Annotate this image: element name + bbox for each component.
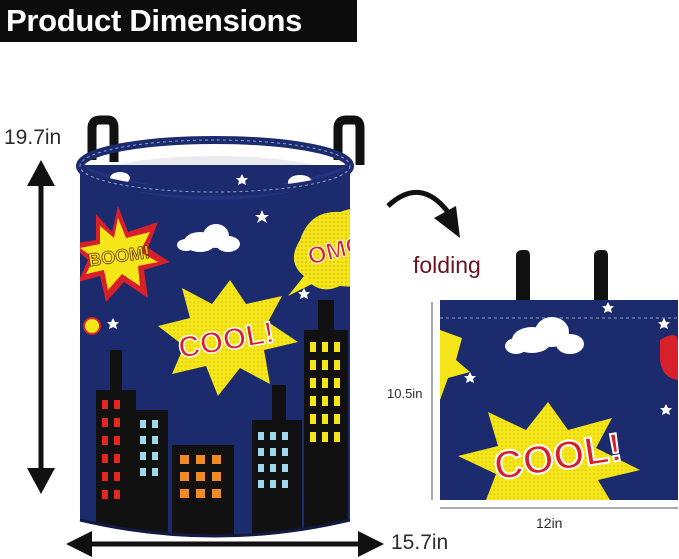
omg-burst: OMG (288, 208, 350, 296)
handle-right (333, 115, 365, 165)
cool-burst: COOL! (158, 280, 298, 396)
laundry-basket: BOOM! OMG COOL! (76, 115, 365, 538)
folding-caption: folding (413, 252, 481, 278)
handle-left (87, 115, 119, 162)
folded-cool-burst: COOL! (458, 402, 640, 500)
basket-width-label: 15.7in (391, 531, 449, 554)
folded-basket: COOL! (440, 250, 678, 500)
height-dimension-arrow (27, 160, 55, 494)
page-title: Product Dimensions (6, 3, 303, 38)
folded-width-label: 12in (536, 515, 563, 531)
boom-burst: BOOM! (80, 206, 170, 302)
folded-height-label: 10.5in (387, 386, 423, 401)
cloud-icon (177, 224, 240, 252)
title-banner: Product Dimensions (0, 0, 357, 42)
basket-height-label: 19.7in (4, 126, 62, 149)
width-dimension-arrow (66, 531, 384, 557)
folding-arrow-icon (386, 189, 460, 238)
